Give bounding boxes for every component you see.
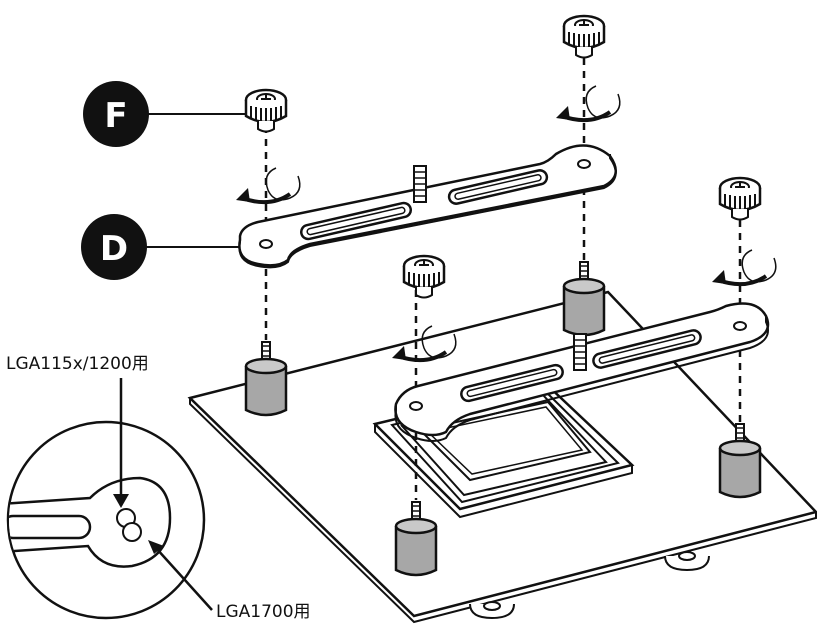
svg-text:D: D [100,229,128,269]
standoff-left [244,340,288,417]
standoff-back [562,260,606,337]
badge-d: D [81,214,240,280]
callout-arrow-bottom [148,540,213,611]
thumb-screw-icon [402,254,446,299]
label-lga1700: LGA1700用 [216,602,311,622]
thumb-screw-icon [244,88,288,133]
mounting-bracket-back [238,144,617,269]
thumb-screw-icon [718,176,762,221]
callout-arrow-top [113,378,129,508]
badge-f: F [83,81,246,147]
rotate-arrow-icon [710,248,778,287]
mounting-bracket-front [394,302,770,442]
detail-magnifier [6,420,206,620]
label-lga115x-1200: LGA115x/1200用 [6,354,149,374]
rotate-arrow-icon [234,166,302,205]
svg-text:F: F [104,96,127,136]
rotate-arrow-icon [554,84,622,123]
thumb-screw-icon [562,14,606,59]
